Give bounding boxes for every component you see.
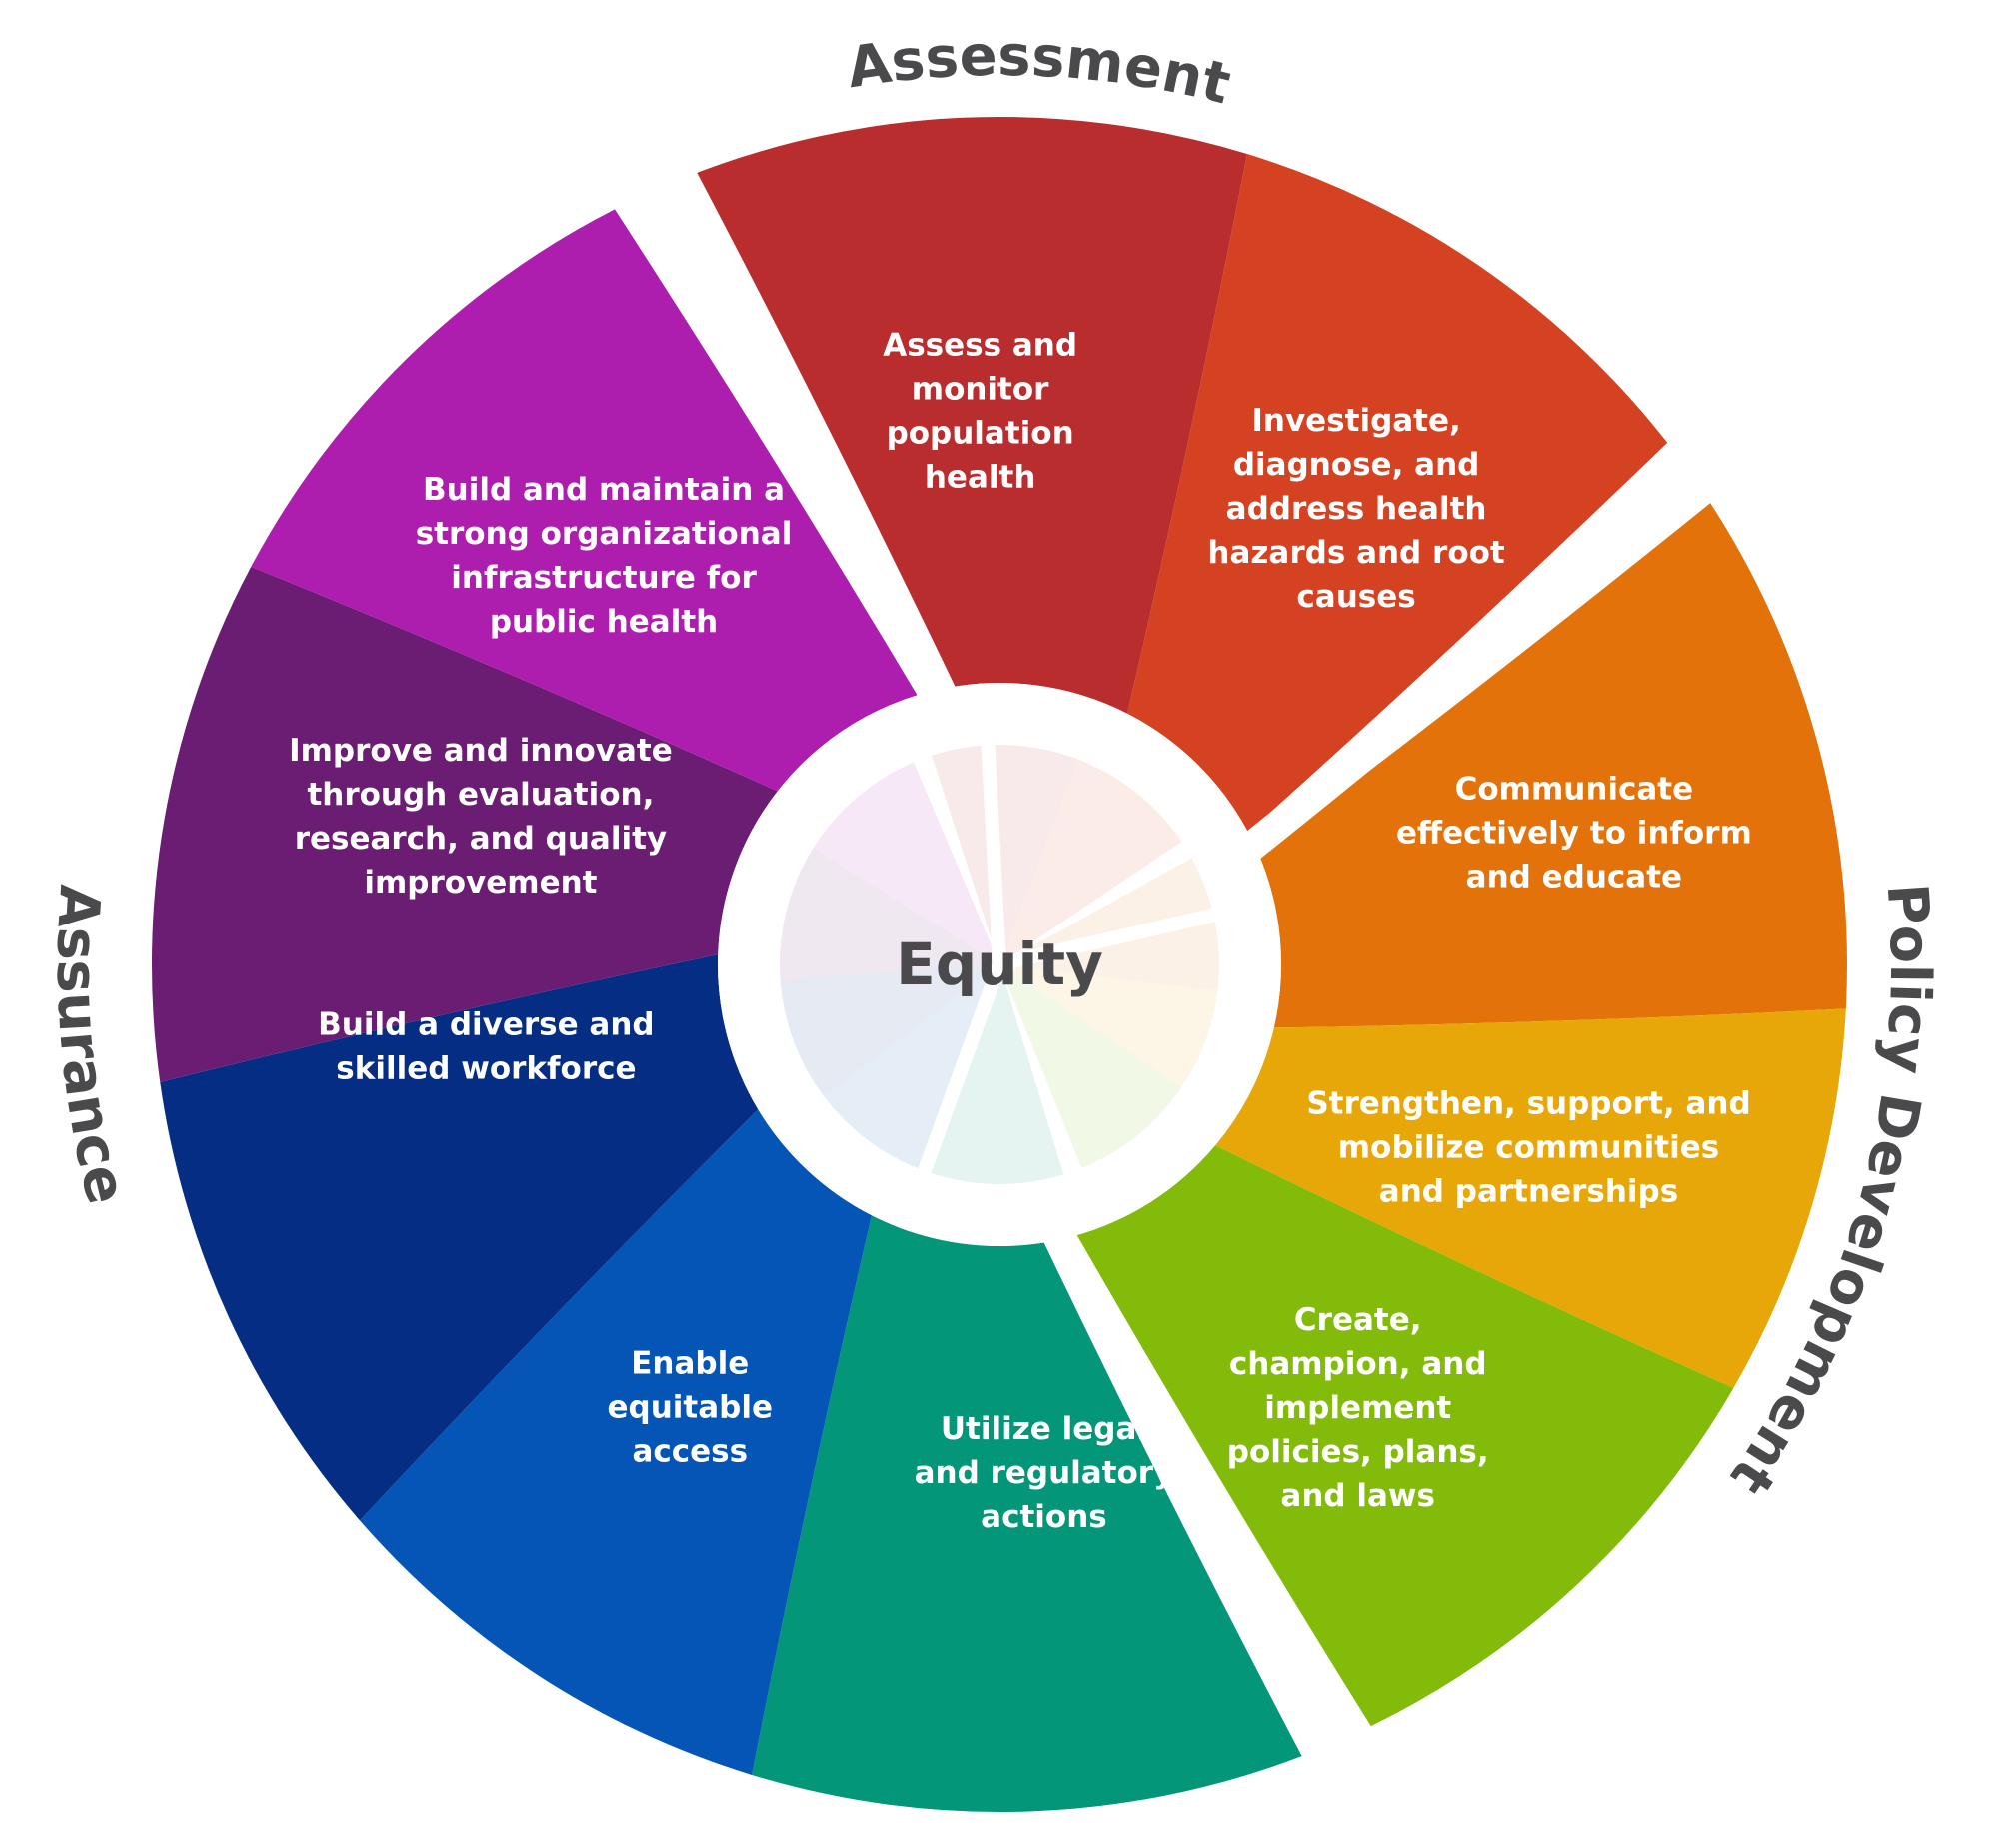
service-label-line: improvement <box>364 865 597 901</box>
hub-tint-utilize <box>921 964 1064 1185</box>
service-label-strengthen: Strengthen, support, and mobilize communi… <box>1306 1085 1750 1209</box>
hub-tint-workforce <box>780 964 999 1097</box>
domain-separator-3 <box>1043 1228 1334 1767</box>
service-label-line: Create, <box>1294 1302 1422 1338</box>
service-label-investigate: Investigate, diagnose, and address health h… <box>1207 403 1505 615</box>
service-label-line: Build a diverse and <box>318 1006 654 1042</box>
service-label-line: Communicate <box>1455 771 1694 807</box>
service-label-infrastructure: Build and maintain a strong organizationa… <box>416 472 793 640</box>
domain-label-assurance: Assurance <box>44 883 139 1210</box>
service-label-utilize: Utilize legal and regulatory actions <box>915 1411 1174 1535</box>
center-label: Equity <box>896 930 1103 998</box>
service-wedge-infrastructure <box>251 209 918 792</box>
service-label-line: Assess and <box>883 327 1077 363</box>
service-label-line: through evaluation, <box>307 777 654 813</box>
service-label-line: champion, and <box>1229 1346 1487 1382</box>
hub-separator-3 <box>896 961 1006 1232</box>
service-label-workforce: Build a diverse and skilled workforce <box>318 1006 654 1086</box>
service-label-improve: Improve and innovate through evaluation, r… <box>289 733 673 901</box>
service-label-line: diagnose, and <box>1233 447 1480 483</box>
service-label-line: Enable <box>631 1345 749 1381</box>
service-label-line: policies, plans, <box>1227 1434 1489 1470</box>
service-label-line: access <box>632 1433 748 1469</box>
service-label-line: mobilize communities <box>1338 1129 1720 1165</box>
service-label-line: Strengthen, support, and <box>1306 1085 1750 1121</box>
service-label-line: and laws <box>1280 1478 1435 1514</box>
hub-tint-enable <box>824 964 999 1170</box>
service-wedge-workforce <box>160 954 759 1521</box>
service-wedge-utilize <box>752 1215 1303 1812</box>
domain-separator-2 <box>1240 461 1712 860</box>
service-label-line: monitor <box>912 371 1049 407</box>
hub-tint-create <box>999 964 1182 1168</box>
hub-tint-improve <box>780 848 999 980</box>
domain-separator-1 <box>665 162 956 701</box>
service-label-line: and regulatory <box>915 1455 1174 1491</box>
service-label-line: implement <box>1264 1390 1451 1426</box>
hub-tint-assess <box>932 745 1078 964</box>
service-label-line: Utilize legal <box>941 1411 1147 1447</box>
hub-separator-2 <box>997 894 1276 971</box>
hub-tint-investigate <box>999 759 1182 964</box>
service-label-enable: Enable equitable access <box>608 1345 774 1469</box>
hub-tint-strengthen <box>999 964 1218 1088</box>
service-label-line: Build and maintain a <box>423 472 785 508</box>
service-label-line: research, and quality <box>295 821 667 857</box>
service-label-communicate: Communicate effectively to inform and educ… <box>1396 771 1752 895</box>
service-label-line: Investigate, <box>1251 403 1460 439</box>
service-label-line: population <box>887 415 1074 451</box>
service-label-line: equitable <box>608 1389 774 1425</box>
service-wedge-investigate <box>1127 154 1668 833</box>
service-wedge-communicate <box>1258 503 1848 1028</box>
service-label-line: Improve and innovate <box>289 733 673 769</box>
service-label-line: and partnerships <box>1379 1173 1678 1209</box>
service-wedge-improve <box>152 566 778 1083</box>
service-wedge-create <box>1076 1145 1734 1727</box>
service-label-line: effectively to inform <box>1396 815 1752 851</box>
service-wedge-enable <box>360 1109 872 1775</box>
service-wedge-strengthen <box>1215 1008 1846 1388</box>
service-label-create: Create, champion, and implement policies, p… <box>1227 1302 1489 1514</box>
service-label-line: and educate <box>1466 859 1682 895</box>
service-label-assess: Assess and monitor population health <box>883 327 1077 495</box>
service-label-line: address health <box>1226 491 1487 527</box>
service-label-line: infrastructure for <box>451 560 757 596</box>
service-label-line: causes <box>1296 579 1415 615</box>
service-label-line: strong organizational <box>416 516 793 552</box>
service-label-line: public health <box>490 604 718 640</box>
hub-separator-1 <box>978 683 1006 965</box>
service-label-line: actions <box>981 1499 1107 1535</box>
service-label-line: hazards and root <box>1207 535 1505 571</box>
service-label-line: health <box>925 459 1036 495</box>
service-label-line: skilled workforce <box>336 1050 636 1086</box>
hub-tint-infrastructure <box>813 762 999 964</box>
service-wedge-assess <box>682 117 1247 714</box>
domain-label-assessment: Assessment <box>843 24 1236 118</box>
